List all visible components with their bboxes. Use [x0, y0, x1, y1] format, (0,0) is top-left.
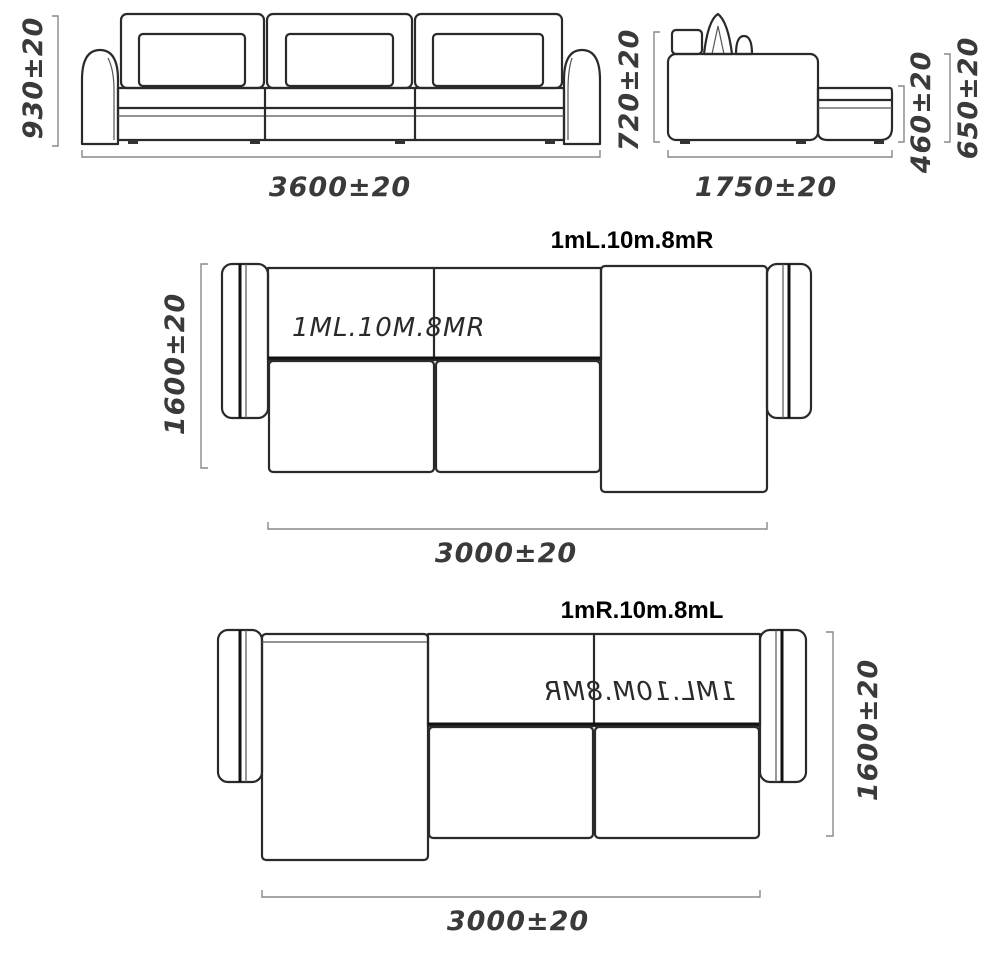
- front-width-label: 3600±20: [269, 172, 411, 203]
- plan-left-depth-label: 1600±20: [853, 659, 884, 801]
- plan-left-seat-2: [593, 725, 761, 840]
- plan-left-chaise: 1mR.10m.8mL 1ML.10M.8MR 1600±20 3000±20: [216, 597, 884, 937]
- plan-right-left-arm: [220, 262, 270, 420]
- side-body: [666, 52, 820, 142]
- left-arm: [80, 48, 120, 146]
- plan-left-title: 1mR.10m.8mL: [561, 597, 724, 624]
- side-view: 720±20 460±20 650±20 1750±20: [614, 12, 984, 203]
- total-height-dimension-line: [944, 53, 951, 143]
- side-depth-dimension-line: [667, 150, 893, 158]
- back-cushion-2: [265, 12, 414, 90]
- seat-height-dimension-line: [898, 85, 905, 143]
- front-view: 930±20 3600±20: [18, 12, 602, 203]
- front-height-dimension-line: [52, 15, 59, 147]
- plan-left-seat-1: [427, 725, 595, 840]
- plan-left-width-label: 3000±20: [447, 906, 589, 937]
- chaise-extension: [816, 86, 894, 142]
- plan-left-width-dimension-line: [261, 890, 761, 898]
- seat-base: [116, 86, 566, 142]
- plan-left-depth-dimension-line: [826, 631, 834, 837]
- plan-right-seat-2: [434, 359, 602, 474]
- plan-right-inner-label: 1ML.10M.8MR: [292, 313, 486, 343]
- plan-right-chaise: [599, 264, 769, 494]
- plan-right-chaise: 1mL.10m.8mR 1600±20 1ML.10M.8MR 3000±20: [160, 227, 813, 569]
- side-back-height-dimension-line: [653, 31, 660, 143]
- plan-right-seat-1: [267, 359, 436, 474]
- right-arm: [562, 48, 602, 146]
- plan-left-inner-label: 1ML.10M.8MR: [542, 677, 736, 707]
- plan-right-depth-label: 1600±20: [160, 293, 191, 435]
- back-cushion-3: [413, 12, 564, 90]
- front-height-label: 930±20: [18, 17, 49, 140]
- side-depth-label: 1750±20: [695, 172, 837, 203]
- side-back-height-label: 720±20: [614, 29, 645, 152]
- back-cushion-1: [119, 12, 266, 90]
- plan-left-chaise: [260, 632, 430, 862]
- plan-right-depth-dimension-line: [200, 263, 208, 469]
- plan-right-title: 1mL.10m.8mR: [551, 227, 714, 254]
- plan-right-width-label: 3000±20: [435, 538, 577, 569]
- front-width-dimension-line: [81, 150, 601, 158]
- total-height-label: 650±20: [953, 37, 984, 160]
- seat-height-label: 460±20: [906, 51, 937, 175]
- plan-right-width-dimension-line: [267, 522, 768, 530]
